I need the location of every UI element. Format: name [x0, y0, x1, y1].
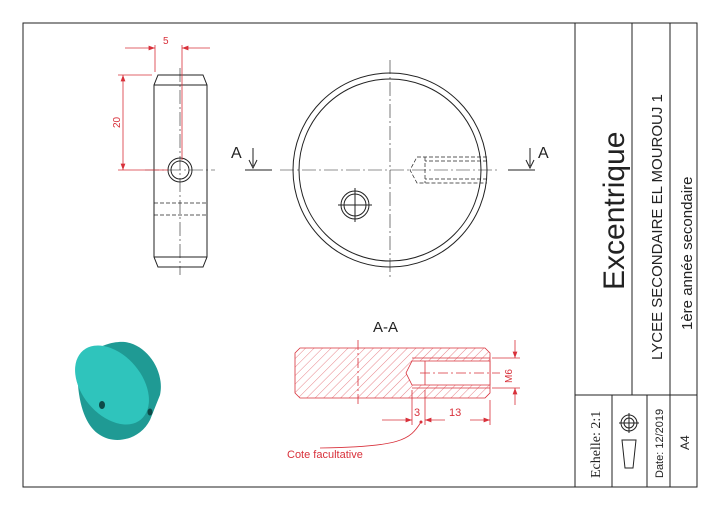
dim-thread: M6: [504, 369, 515, 383]
isometric-model: [75, 341, 161, 440]
section-mark-right: A: [538, 145, 549, 162]
date-label: Date: 12/2019: [654, 409, 666, 478]
class-level: 1ère année secondaire: [679, 177, 696, 330]
dim-13: 13: [449, 407, 461, 419]
sheet-frame: [22, 22, 698, 488]
side-view: 5 20: [112, 36, 215, 275]
dim-3: 3: [414, 407, 420, 419]
dim-height: 20: [112, 116, 123, 128]
title-block: Excentrique LYCEE SECONDAIRE EL MOUROUJ …: [574, 23, 697, 487]
section-title: A-A: [373, 319, 398, 336]
section-mark-left: A: [231, 145, 242, 162]
scale-label: Echelle: 2:1: [589, 411, 604, 478]
section-view: A-A M6 3 13 Cote facultative: [287, 319, 520, 461]
dim-width: 5: [163, 36, 169, 47]
school-name: LYCEE SECONDAIRE EL MOUROUJ 1: [649, 94, 666, 360]
projection-symbol-icon: [619, 413, 639, 469]
front-view: A A: [231, 60, 549, 280]
part-name: Excentrique: [598, 132, 631, 290]
optional-dimension-note: Cote facultative: [287, 449, 363, 461]
format-label: A4: [678, 435, 692, 450]
